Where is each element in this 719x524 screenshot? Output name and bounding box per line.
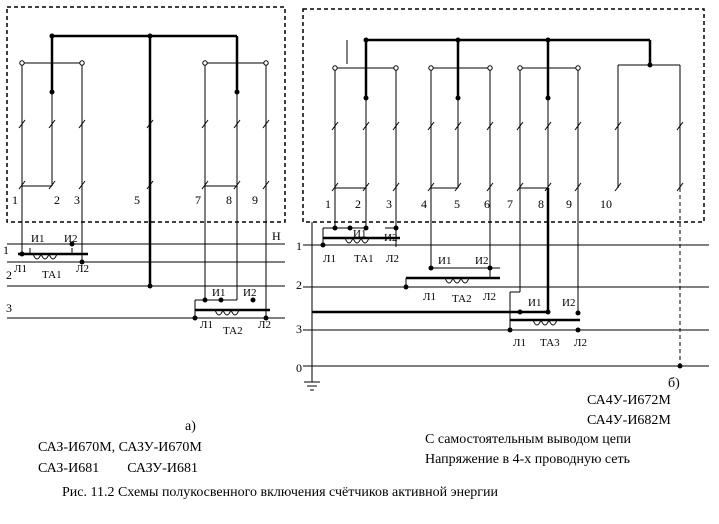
terminal-a-7: 7 (195, 193, 201, 207)
ct-b-ta2-i1: И1 (438, 255, 451, 267)
ct-labels-a: И1 И2 Л1 Л2 ТА1 И1 И2 Л1 Л2 ТА2 (14, 233, 271, 337)
ct-a-ta1-i1: И1 (31, 233, 44, 245)
meter-box-a (6, 6, 286, 223)
neutral-label-a: Н (272, 229, 281, 243)
ct-a-ta2-l2: Л2 (258, 319, 271, 331)
ct-a-ta1-l1: Л1 (14, 263, 27, 275)
ct-b-ta2-i2: И2 (475, 255, 488, 267)
ct-a-ta2-i2: И2 (243, 287, 256, 299)
ct-b-ta1-i2: И2 (384, 232, 397, 244)
line-a-2: 2 (6, 268, 12, 282)
meters-a-line-2: САЗ-И681 САЗУ-И681 (38, 461, 198, 476)
ct-b-ta2-l1: Л1 (423, 291, 436, 303)
terminal-b-1: 1 (325, 197, 331, 211)
line-b-0: 0 (296, 361, 302, 375)
ct-b-ta1-l1: Л1 (323, 253, 336, 265)
ct-a-ta1-name: ТА1 (42, 269, 62, 281)
ct-a-ta2-name: ТА2 (223, 325, 243, 337)
terminal-numbers-a: 1 2 3 5 7 8 9 (12, 193, 258, 207)
terminal-a-1: 1 (12, 193, 18, 207)
terminal-a-5: 5 (134, 193, 140, 207)
label-a: а) (185, 419, 196, 434)
ct-a-ta1-i2: И2 (64, 233, 77, 245)
terminal-b-4: 4 (421, 197, 427, 211)
line-a-1: 1 (3, 243, 9, 257)
ct-b-ta3-l1: Л1 (513, 337, 526, 349)
ct-b-ta3-i2: И2 (562, 297, 575, 309)
meters-b-line-2: СА4У-И682М (587, 413, 671, 428)
terminal-b-3: 3 (386, 197, 392, 211)
figure-caption: Рис. 11.2 Схемы полукосвенного включения… (62, 485, 499, 500)
terminal-b-5: 5 (454, 197, 460, 211)
meters-b-line-1: СА4У-И672М (587, 393, 671, 408)
terminal-b-6: 6 (484, 197, 490, 211)
terminal-b-7: 7 (507, 197, 513, 211)
line-b-1: 1 (296, 239, 302, 253)
terminal-numbers-b: 1 2 3 4 5 6 7 8 9 10 (325, 197, 612, 211)
terminal-b-8: 8 (538, 197, 544, 211)
terminal-a-9: 9 (252, 193, 258, 207)
ct-b-ta1-i1: И1 (353, 228, 366, 240)
terminal-b-2: 2 (355, 197, 361, 211)
line-b-3: 3 (296, 322, 302, 336)
ct-b-ta2-l2: Л2 (483, 291, 496, 303)
note-b-line-1: С самостоятельным выводом цепи (425, 432, 631, 447)
meters-a-line-1: САЗ-И670М, САЗУ-И670М (38, 440, 202, 455)
terminal-b-10: 10 (600, 197, 612, 211)
ct-b-ta1-name: ТА1 (354, 253, 374, 265)
ct-b-ta2-name: ТА2 (452, 293, 472, 305)
note-b-line-2: Напряжение в 4-х проводную сеть (425, 452, 630, 467)
ct-b-ta3-l2: Л2 (574, 337, 587, 349)
ct-labels-b: И1 И2 Л1 Л2 ТА1 И1 И2 Л1 Л2 ТА2 И1 И2 Л1… (323, 228, 587, 349)
line-a-3: 3 (6, 301, 12, 315)
ct-b-ta3-name: ТА3 (540, 337, 560, 349)
scheme-a (6, 6, 286, 321)
ct-a-ta2-l1: Л1 (200, 319, 213, 331)
line-labels-a: 1 2 3 Н (3, 229, 281, 315)
terminal-a-3: 3 (74, 193, 80, 207)
label-b: б) (668, 376, 680, 391)
terminal-a-8: 8 (226, 193, 232, 207)
ct-b-ta1-l2: Л2 (386, 253, 399, 265)
ct-a-ta1-l2: Л2 (76, 263, 89, 275)
line-b-2: 2 (296, 278, 302, 292)
ct-b-ta3-i1: И1 (528, 297, 541, 309)
scheme-b (302, 8, 709, 391)
terminal-b-9: 9 (566, 197, 572, 211)
line-labels-b: 1 2 3 0 (296, 239, 302, 375)
terminal-a-2: 2 (54, 193, 60, 207)
ct-a-ta2-i1: И1 (212, 287, 225, 299)
meter-box-b (302, 8, 705, 223)
